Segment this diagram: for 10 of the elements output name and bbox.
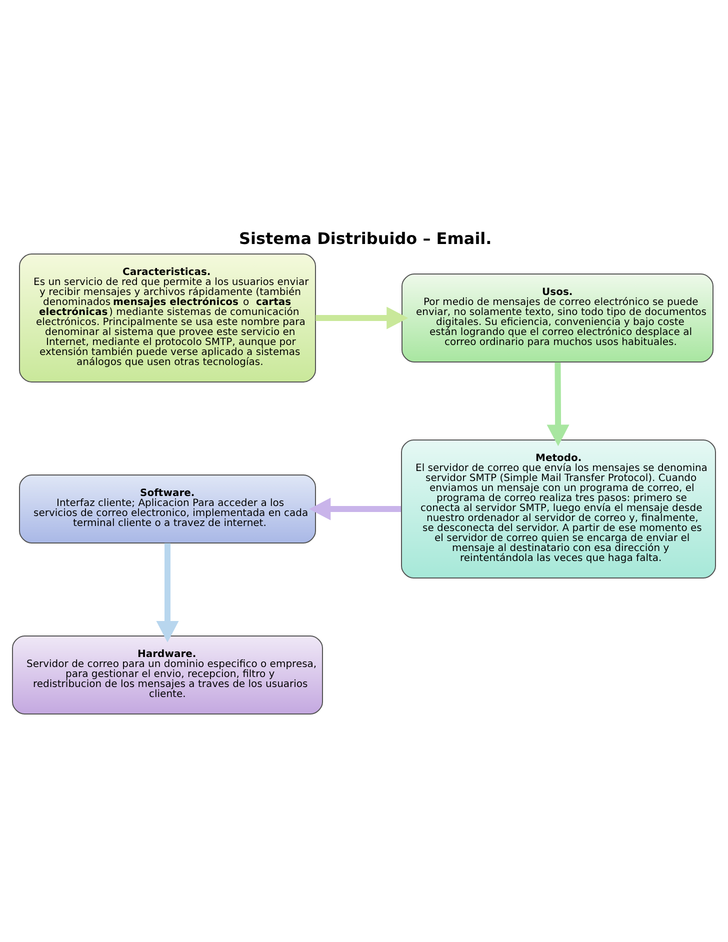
node-box: Usos. Por medio de mensajes de correo electrónico se puede enviar, no solamente texto, sino todo tipo de documentos digitales. Su eficiencia, conveniencia y bajo coste están logrando que el correo electrónico desplace al correo ordinario para muchos usos habituales. [402, 274, 714, 362]
arrow [156, 543, 179, 642]
node-box: Metodo. El servidor de correo que envía los mensajes se denomina servidor SMTP (Simple Mail Transfer Protocol). Cuando enviamos un mensaje con un programa de correo, el programa de correo realiza tres pasos: primero se conecta al servidor SMTP, luego envía el mensaje desde nuestro ordenador al servidor de correo y, finalmente, se desconecta del servidor. A partir de ese momento es el servidor de correo quien se encarga de enviar el mensaje al destinatario con esa dirección y reintentándola las veces que haga falta. [401, 440, 716, 578]
node-box: Software. Interfaz cliente; Aplicacion Para acceder a los servicios de correo electronico, implementada en cada terminal cliente o a travez de internet. [19, 474, 316, 544]
arrow [316, 306, 408, 330]
arrow [309, 498, 402, 520]
node-box: Hardware. Servidor de correo para un dominio especifico o empresa, para gestionar el envio, recepcion, filtro y redistribucion de los mensajes a traves de los usuarios cliente. [12, 636, 323, 714]
arrow [546, 362, 570, 446]
diagram-title: Sistema Distribuido – Email. [239, 228, 492, 248]
node-box: Caracteristicas. Es un servicio de red que permite a los usuarios enviar y recibir mensajes y archivos rápidamente (también denominados mensajes electrónicos o cartas electrónicas) mediante sistemas de comunicación electrónicos. Principalmente se usa este nombre para denominar al sistema que provee este servicio en Internet, mediante el protocolo SMTP, aunque por extensión también puede verse aplicado a sistemas análogos que usen otras tecnologías. [19, 254, 316, 382]
